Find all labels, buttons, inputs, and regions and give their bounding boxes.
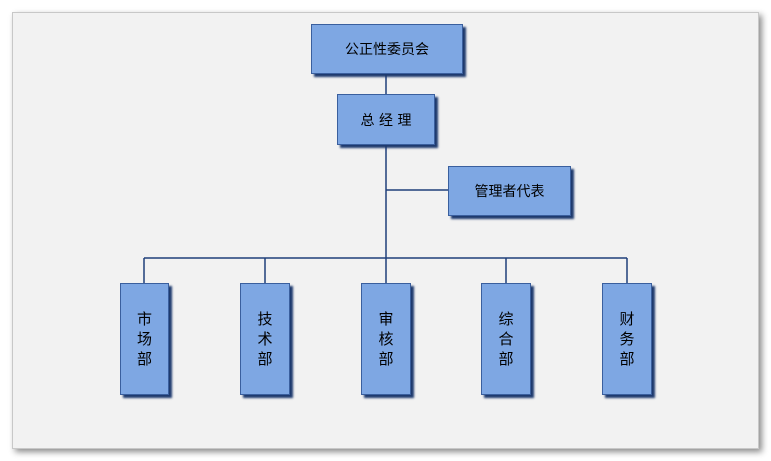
department-box-3: 审核部 — [361, 283, 411, 395]
management-rep-label: 管理者代表 — [474, 184, 545, 200]
department-label-4: 综合部 — [498, 310, 514, 368]
department-box-2: 技术部 — [240, 283, 290, 395]
general-manager-label: 总 经 理 — [360, 112, 412, 129]
committee-label: 公正性委员会 — [345, 42, 429, 58]
department-box-4: 综合部 — [481, 283, 531, 395]
department-label-5: 财务部 — [619, 310, 635, 368]
management-rep-box: 管理者代表 — [448, 166, 571, 216]
department-box-1: 市场部 — [120, 283, 169, 395]
general-manager-box: 总 经 理 — [337, 94, 435, 145]
department-label-3: 审核部 — [378, 310, 394, 368]
committee-box: 公正性委员会 — [311, 24, 463, 74]
department-label-2: 技术部 — [257, 310, 273, 368]
department-box-5: 财务部 — [602, 283, 652, 395]
department-label-1: 市场部 — [136, 310, 152, 368]
